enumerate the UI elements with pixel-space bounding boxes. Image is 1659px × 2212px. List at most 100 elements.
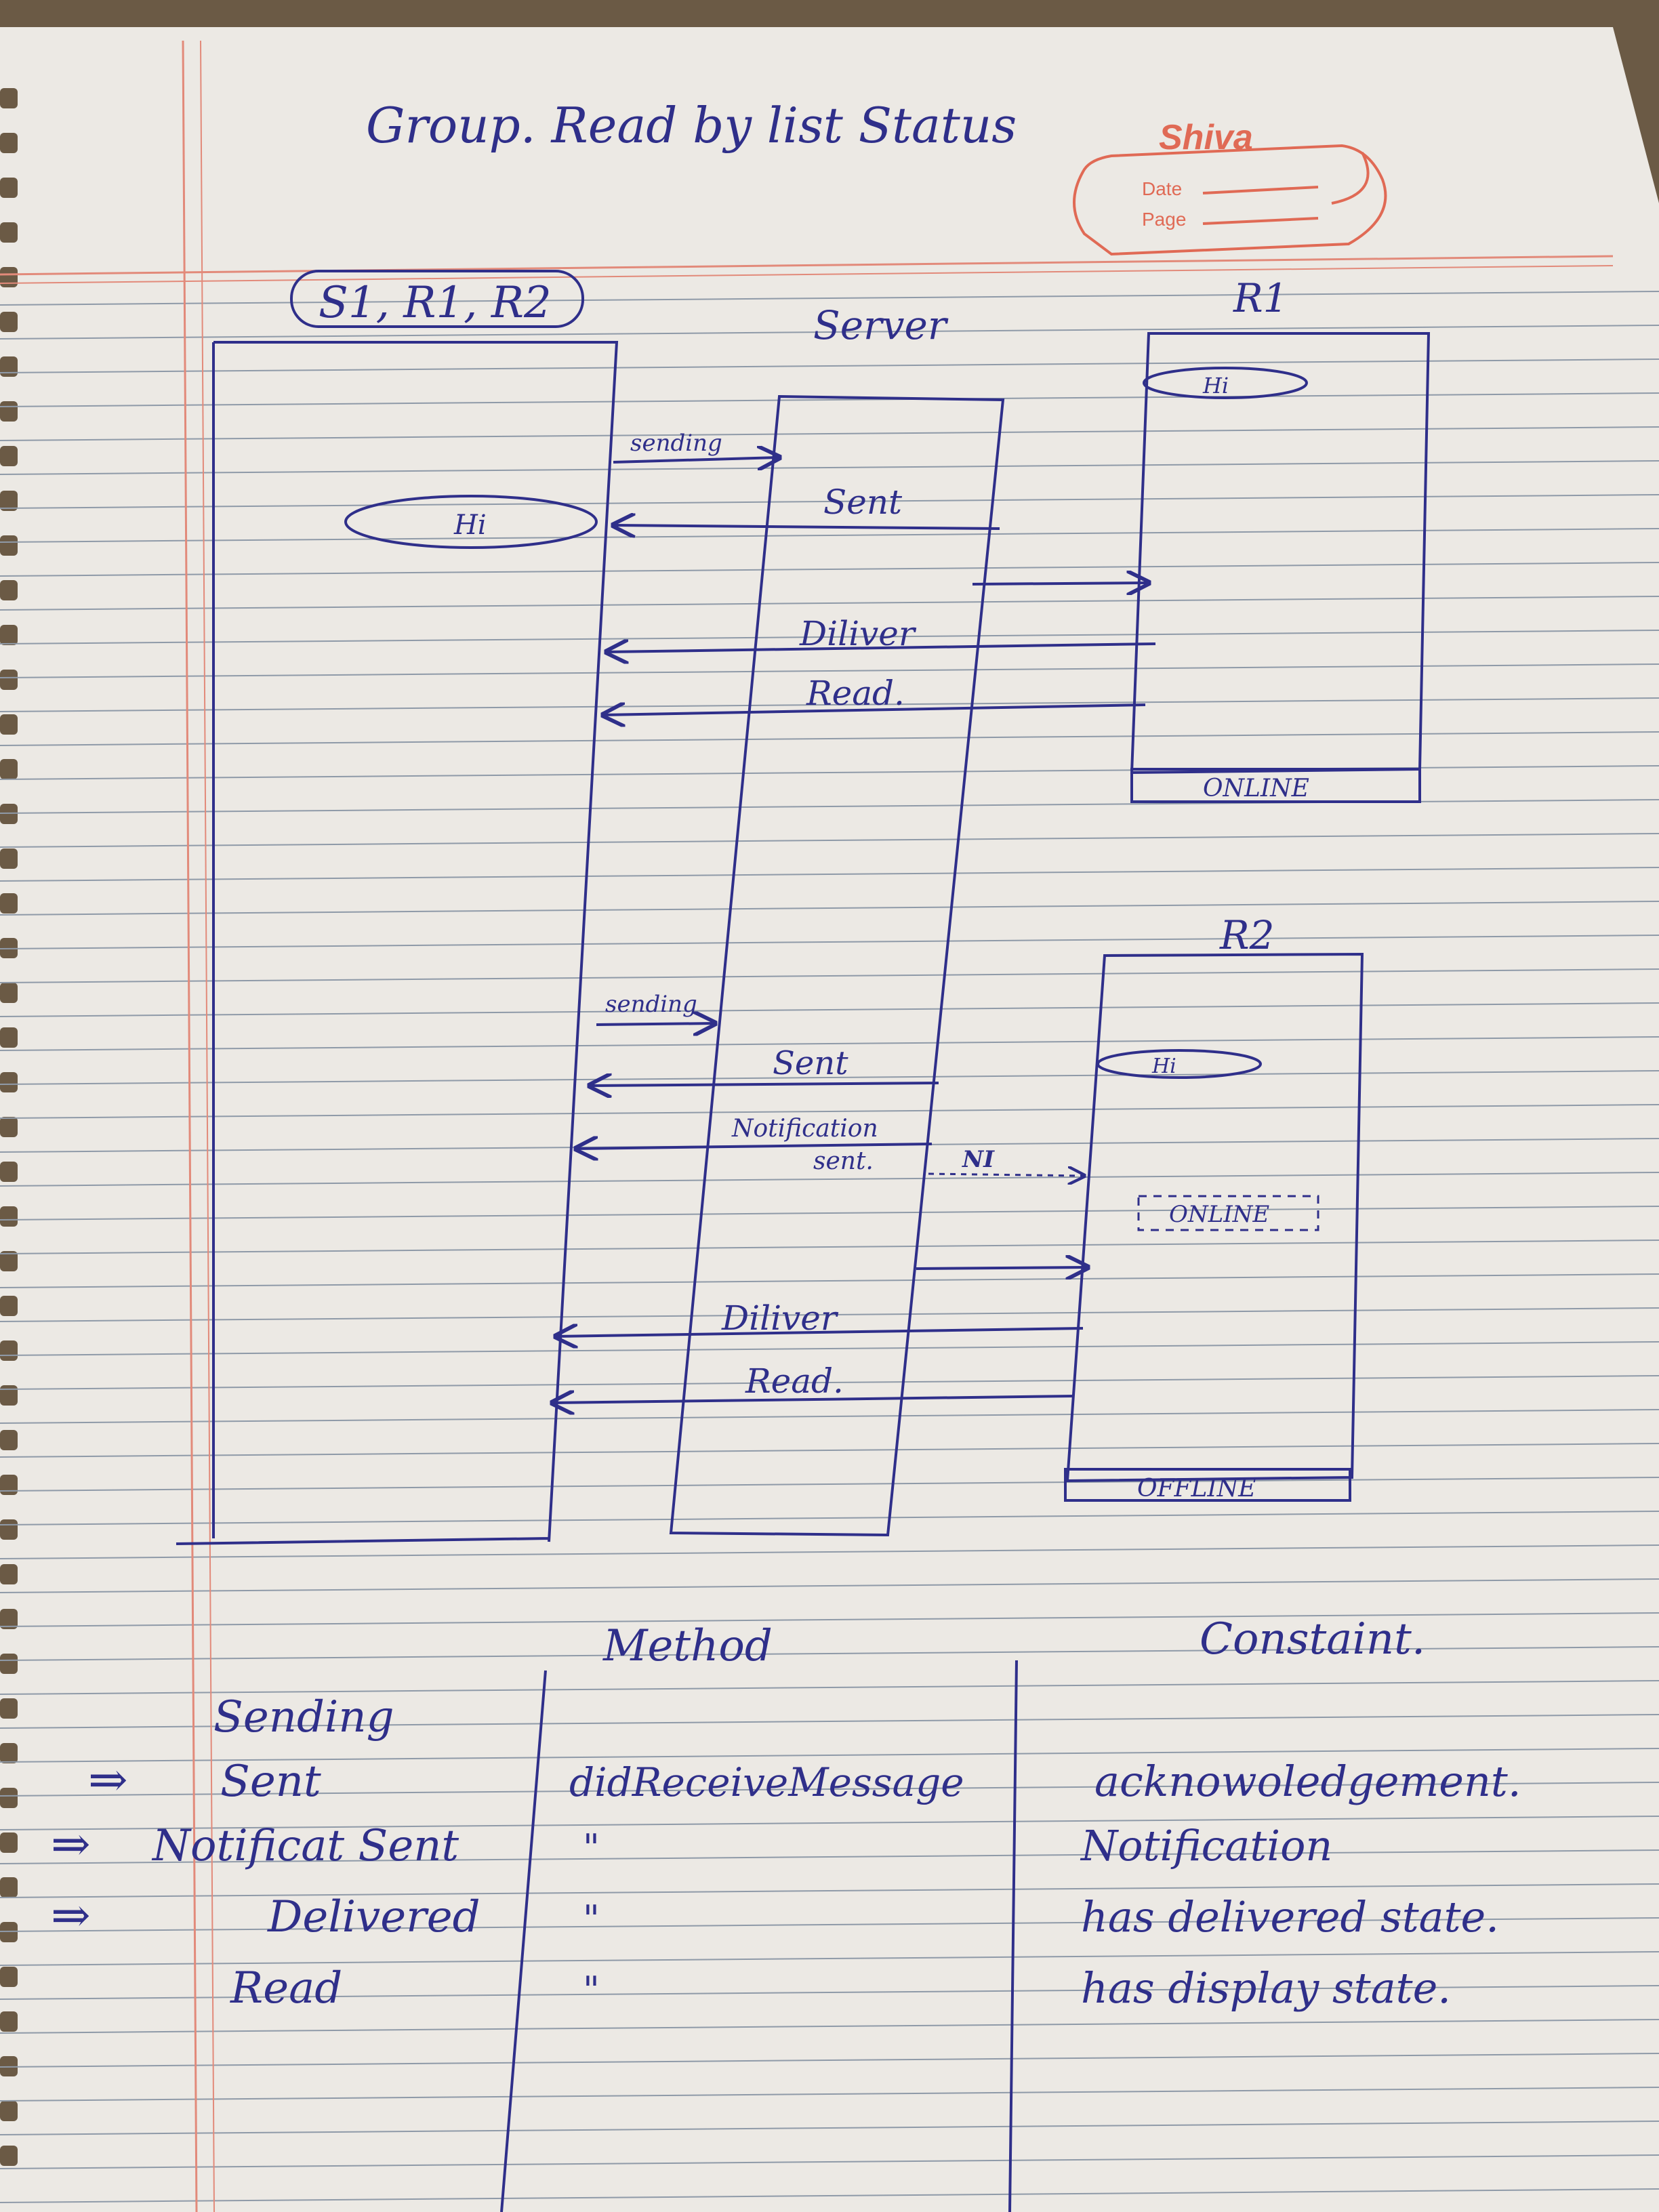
spiral-hole: [0, 312, 18, 332]
spiral-hole: [0, 670, 18, 690]
server-box: [669, 394, 1005, 1537]
arrow-sent-1: [613, 525, 1000, 529]
ruled-line: [0, 1782, 1659, 1797]
stamp-page-label: Page: [1142, 209, 1186, 230]
spiral-hole: [0, 1206, 18, 1227]
spiral-hole: [0, 1296, 18, 1316]
flow2-read: Read.: [745, 1361, 844, 1401]
spiral-hole: [0, 1117, 18, 1137]
spiral-hole: [0, 535, 18, 556]
ruled-line: [0, 392, 1659, 407]
constraint-cell: Notification: [1080, 1821, 1332, 1870]
constraint-cell: acknowoledgement.: [1094, 1757, 1521, 1806]
status-cell: Delivered: [267, 1892, 480, 1942]
flow2-deliver: Diliver: [721, 1298, 839, 1338]
arrow-deliver-1: [607, 644, 1156, 652]
ruled-line: [0, 291, 1659, 306]
spiral-hole: [0, 1698, 18, 1719]
ruled-line: [0, 901, 1659, 916]
spiral-hole: [0, 1519, 18, 1540]
spiral-hole: [0, 222, 18, 243]
method-cell: didReceiveMessage: [569, 1759, 964, 1805]
spiral-hole: [0, 848, 18, 869]
sender-box: [176, 341, 619, 1545]
spiral-hole: [0, 88, 18, 108]
ruled-line: [0, 1206, 1659, 1221]
ruled-line: [0, 1409, 1659, 1424]
ruled-line: [0, 1816, 1659, 1830]
spiral-hole: [0, 2101, 18, 2121]
r2-label: R2: [1219, 912, 1275, 958]
spiral-hole: [0, 1385, 18, 1406]
ruled-line: [0, 1511, 1659, 1525]
ruled-line: [0, 1307, 1659, 1322]
flow2-ni: NI: [962, 1146, 995, 1173]
spiral-hole: [0, 1967, 18, 1987]
ruled-line: [0, 935, 1659, 949]
spiral-hole: [0, 1832, 18, 1853]
arrow-notification: [576, 1144, 933, 1149]
ruled-line: [0, 731, 1659, 746]
flow1-deliver: Diliver: [799, 614, 917, 653]
ruled-line: [0, 1985, 1659, 2000]
header-rule: [0, 255, 1614, 276]
ruled-line: [0, 663, 1659, 678]
ruled-line: [0, 2188, 1659, 2203]
ruled-line: [0, 1002, 1659, 1017]
ruled-line: [0, 1104, 1659, 1119]
ruled-line: [0, 1172, 1659, 1187]
ruled-line: [0, 460, 1659, 475]
spiral-hole: [0, 1609, 18, 1629]
sender-bubble-oval: [344, 495, 598, 549]
ruled-line: [0, 562, 1659, 577]
ruled-line: [0, 2154, 1659, 2169]
r2-box: [1065, 952, 1364, 1483]
ruled-line: [0, 494, 1659, 509]
ruled-line: [0, 833, 1659, 848]
r2-bubble-oval: [1097, 1049, 1262, 1079]
method-cell: ": [583, 1969, 600, 2011]
spiral-hole: [0, 491, 18, 511]
ruled-line: [0, 359, 1659, 373]
method-header: Method: [602, 1621, 773, 1671]
spiral-hole: [0, 1251, 18, 1271]
ruled-line: [0, 426, 1659, 441]
method-cell: ": [583, 1898, 600, 1940]
notebook-stamp: [1073, 144, 1387, 256]
spiral-hole: [0, 1027, 18, 1048]
spiral-hole: [0, 1430, 18, 1450]
row-marker-icon: ⇒: [88, 1752, 128, 1807]
ruled-line: [0, 630, 1659, 644]
sender-bubble: Hi: [453, 510, 487, 541]
ruled-line: [0, 1273, 1659, 1288]
ruled-line: [0, 1680, 1659, 1695]
spiral-hole: [0, 401, 18, 422]
spiral-hole: [0, 1162, 18, 1182]
constraint-cell: has display state.: [1081, 1963, 1451, 2013]
r2-status-box: [1064, 1468, 1351, 1502]
ruled-line: [0, 528, 1659, 543]
flow1-read: Read.: [806, 674, 905, 713]
ruled-line: [0, 1477, 1659, 1492]
arrow-deliver-2: [556, 1328, 1084, 1336]
ruled-line: [0, 1748, 1659, 1763]
spiral-hole: [0, 1564, 18, 1584]
spiral-hole: [0, 625, 18, 645]
ruled-line: [0, 1341, 1659, 1356]
arrow-to-r1: [972, 583, 1149, 584]
r2-status: OFFLINE: [1137, 1475, 1256, 1502]
r2-bubble: Hi: [1151, 1054, 1176, 1078]
ruled-line: [0, 1375, 1659, 1390]
r1-status: ONLINE: [1203, 775, 1309, 802]
stamp-date-label: Date: [1142, 178, 1182, 199]
constraint-cell: has delivered state.: [1081, 1892, 1499, 1942]
r1-label: R1: [1233, 275, 1288, 321]
ruled-line: [0, 1951, 1659, 1966]
ruled-line: [0, 2087, 1659, 2102]
r2-dashed-status: ONLINE: [1169, 1201, 1269, 1228]
spiral-hole: [0, 1475, 18, 1495]
ruled-line: [0, 2053, 1659, 2068]
sender-label: S1, R1, R2: [319, 278, 552, 328]
